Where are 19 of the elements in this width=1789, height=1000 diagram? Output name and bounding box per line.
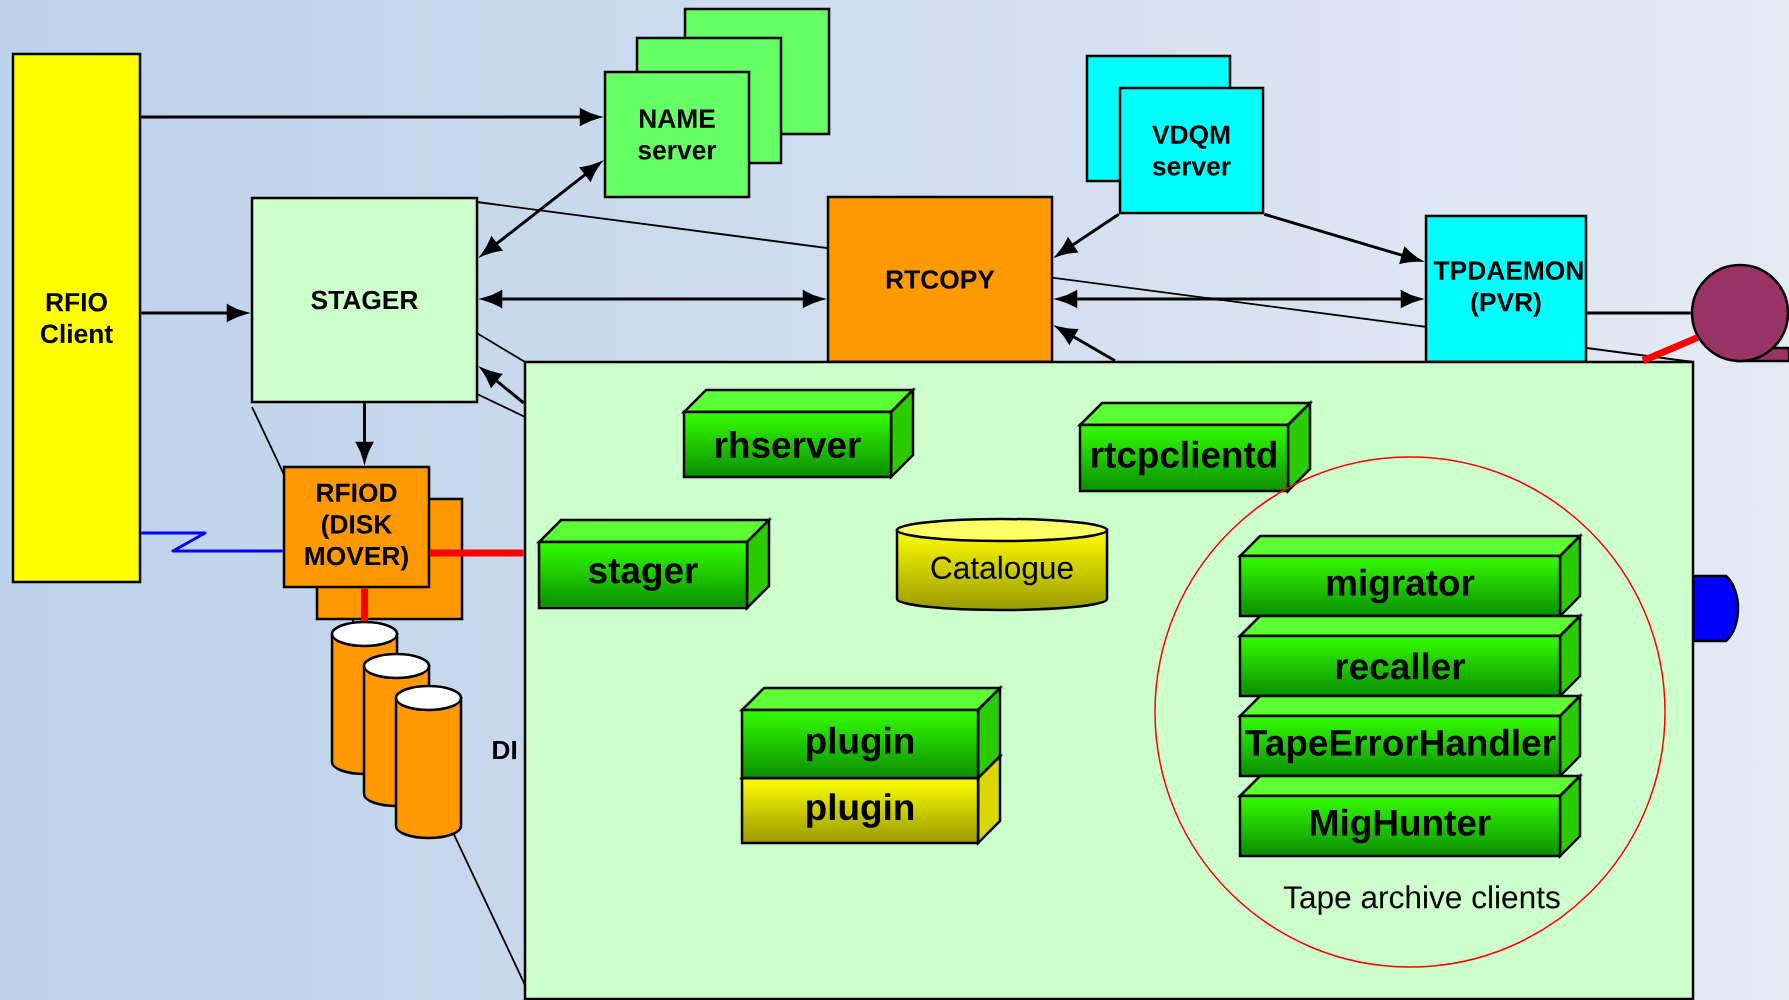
connector-line xyxy=(1587,311,1691,315)
process-box: STAGER xyxy=(250,196,479,404)
disk-mover-box: RFIOD (DISK MOVER) xyxy=(282,465,464,621)
process-box: RTCOPY xyxy=(826,195,1054,364)
connector-line xyxy=(1641,334,1699,364)
disk-cylinder xyxy=(394,684,463,840)
client-box: RFIO Client xyxy=(11,52,142,584)
arrow xyxy=(1056,213,1120,257)
tape-drive-symbol xyxy=(1690,263,1789,363)
server-stack: NAME server xyxy=(603,7,831,199)
cut-off-label: DI xyxy=(493,740,517,760)
database-cylinder: Catalogue xyxy=(895,517,1109,612)
connector-line xyxy=(141,531,283,553)
node-label: RFIOD xyxy=(317,483,397,503)
arrow xyxy=(481,368,525,405)
server-stack: VDQM server xyxy=(1085,54,1265,215)
process-box: TPDAEMON (PVR) xyxy=(1424,214,1588,364)
arrow xyxy=(1056,326,1116,363)
arrow xyxy=(481,162,601,256)
